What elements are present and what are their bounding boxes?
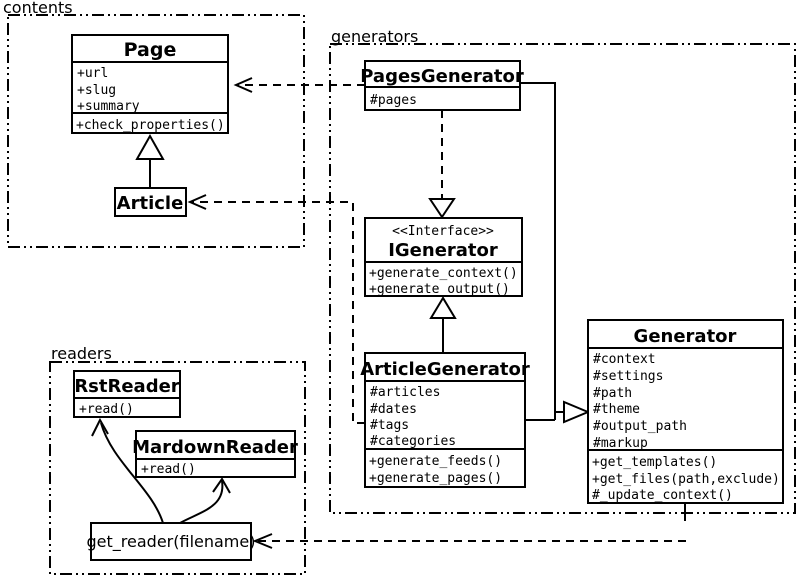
dependency-arrowhead-icon [252, 533, 273, 549]
class-generator-title: Generator [634, 326, 737, 347]
class-pagesgenerator-title: PagesGenerator [360, 66, 524, 87]
method: +get_templates() [592, 455, 717, 470]
method: +generate_context() [369, 266, 518, 281]
dependency-arrowhead-icon [187, 194, 207, 210]
edge-generators-inherit-generator [520, 82, 591, 424]
class-mardownreader-title: MardownReader [132, 437, 298, 458]
attribute: #categories [370, 434, 456, 449]
class-rstreader-title: RstReader [74, 376, 179, 397]
edge-generator-uses-getreader [252, 503, 686, 549]
package-generators-label: generators [331, 27, 418, 46]
package-readers-border [49, 361, 306, 575]
attribute: #dates [370, 402, 417, 417]
attribute: #settings [593, 369, 663, 384]
inheritance-triangle-icon [563, 400, 591, 424]
method: +read() [79, 402, 134, 417]
method: +generate_feeds() [369, 454, 502, 469]
attribute: +summary [77, 99, 140, 114]
call-arrowhead-icon [91, 417, 109, 437]
class-article: Article [114, 187, 187, 217]
class-mardownreader: MardownReader +read() [132, 430, 298, 478]
realization-triangle-icon [429, 296, 457, 319]
attribute: #articles [370, 385, 440, 400]
dependency-arrowhead-icon [233, 77, 253, 93]
call-curve [179, 480, 224, 524]
edge-getreader-calls-rstreader [91, 417, 164, 524]
class-igenerator-title: IGenerator [388, 240, 498, 261]
class-generator: Generator #context #settings #path #them… [587, 319, 784, 504]
package-contents-border [7, 14, 305, 248]
attribute: #theme [593, 402, 640, 417]
class-generator-box [587, 319, 784, 504]
class-page: Page +url +slug +summary +check_properti… [71, 34, 229, 134]
method: +generate_output() [369, 282, 510, 297]
class-article-title: Article [117, 193, 184, 214]
class-pagesgenerator-box [364, 60, 521, 111]
inheritance-line-pagesgenerator [520, 82, 556, 420]
class-articlegenerator: ArticleGenerator #articles #dates #tags … [360, 352, 530, 488]
attribute: #context [593, 352, 656, 367]
node-get-reader-label: get_reader(filename) [87, 532, 256, 552]
edge-getreader-calls-mardownreader [179, 477, 231, 524]
edge-article-inherits-page [135, 133, 165, 188]
node-get-reader-box [90, 522, 252, 561]
call-curve [100, 422, 164, 524]
class-pagesgenerator: PagesGenerator #pages [360, 60, 524, 111]
node-get-reader: get_reader(filename) [87, 522, 256, 561]
attribute: #markup [593, 436, 648, 451]
class-articlegenerator-title: ArticleGenerator [360, 359, 530, 380]
inheritance-triangle-icon [135, 133, 165, 160]
edge-articlegenerator-realizes-igenerator [429, 296, 457, 353]
attribute: #path [593, 386, 632, 401]
class-igenerator: <<Interface>> IGenerator +generate_conte… [364, 217, 523, 297]
package-contents-label: contents [3, 0, 73, 17]
class-igenerator-box [364, 217, 523, 297]
attribute: #output_path [593, 419, 687, 434]
method: +check_properties() [76, 118, 225, 133]
method: +generate_pages() [369, 471, 502, 486]
package-contents: contents [3, 0, 305, 248]
edge-articlegenerator-uses-article [187, 194, 365, 424]
method: #_update_context() [592, 488, 733, 503]
call-arrowhead-icon [212, 477, 231, 494]
edge-pagesgenerator-realizes-igenerator [428, 110, 456, 219]
attribute: +slug [77, 83, 116, 98]
attribute: #pages [370, 93, 417, 108]
class-mardownreader-box [135, 430, 296, 478]
package-readers-label: readers [51, 344, 112, 363]
package-generators: generators [329, 27, 796, 514]
realization-triangle-icon [428, 198, 456, 219]
dependency-line [192, 201, 365, 424]
class-rstreader-box [73, 370, 181, 418]
class-articlegenerator-box [364, 352, 526, 488]
method: +get_files(path,exclude) [592, 472, 780, 487]
class-page-title: Page [124, 39, 177, 61]
package-readers: readers [49, 344, 306, 575]
class-article-box [114, 187, 187, 217]
attribute: #tags [370, 418, 409, 433]
edge-pagesgenerator-uses-page [233, 77, 365, 93]
class-rstreader: RstReader +read() [73, 370, 181, 418]
class-igenerator-stereotype: <<Interface>> [392, 224, 494, 239]
package-generators-border [329, 43, 796, 514]
method: +read() [141, 462, 196, 477]
class-page-box [71, 34, 229, 134]
attribute: +url [77, 66, 108, 81]
